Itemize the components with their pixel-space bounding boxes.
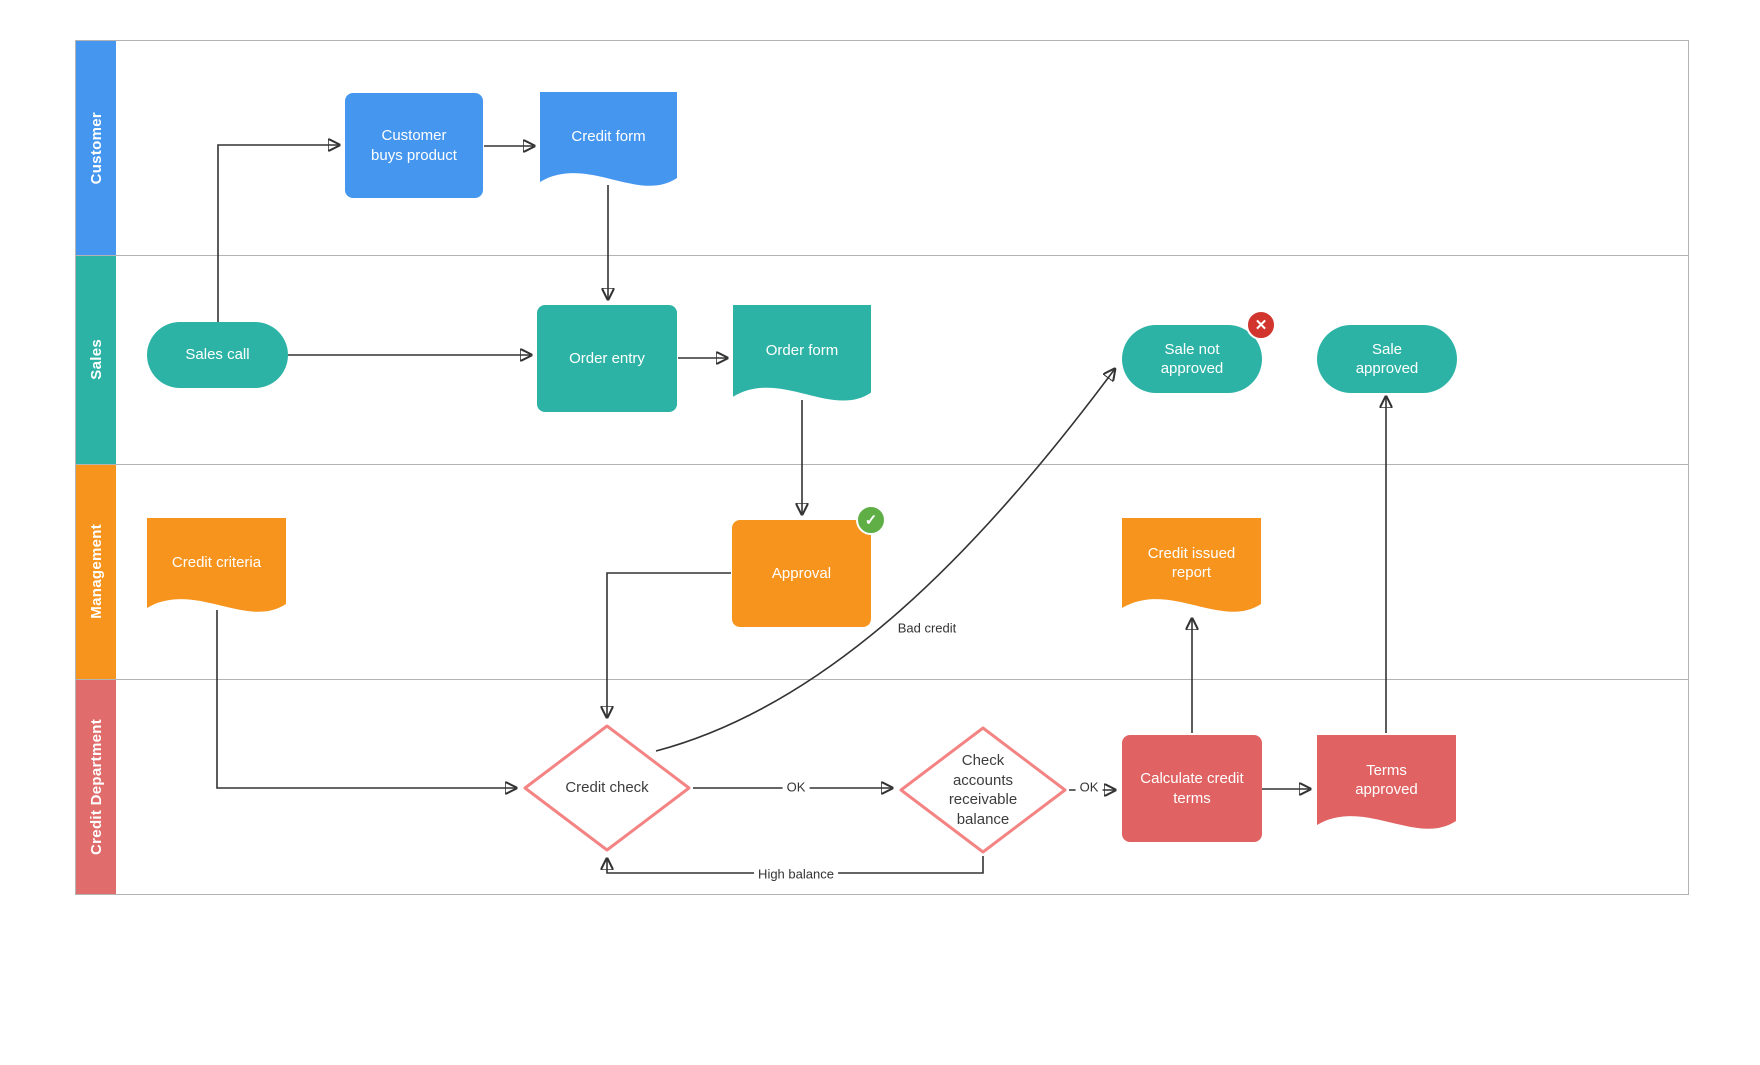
lane-label: Sales xyxy=(87,339,105,381)
lane-tab-customer[interactable]: Customer xyxy=(76,41,116,255)
node-terms-approved[interactable]: Terms approved xyxy=(1317,735,1456,841)
node-label: Credit issued report xyxy=(1147,544,1236,582)
decision-diamond-shape xyxy=(899,726,1067,854)
node-label: Sale approved xyxy=(1355,340,1419,378)
lane-tab-sales[interactable]: Sales xyxy=(76,255,116,465)
document-shape xyxy=(1317,735,1456,829)
node-credit-form[interactable]: Credit form xyxy=(540,92,677,198)
node-approval[interactable]: Approval ✓ xyxy=(732,505,886,627)
edge-label-ok-2: OK xyxy=(1075,779,1103,795)
node-label: Credit form xyxy=(571,128,646,146)
lane-body-management xyxy=(116,465,1688,679)
decision-diamond-shape xyxy=(523,724,691,852)
node-sale-approved[interactable]: Sale approved xyxy=(1317,325,1457,393)
node-credit-check[interactable]: Credit check xyxy=(522,723,692,853)
approved-check-icon: ✓ xyxy=(856,505,886,535)
node-label: Sales call xyxy=(185,346,250,364)
node-label: Customer buys product xyxy=(371,127,457,164)
lane-label: Customer xyxy=(87,111,105,184)
rejected-x-icon: ✕ xyxy=(1246,310,1276,340)
node-label: Approval xyxy=(771,564,832,582)
node-sale-not-approved[interactable]: Sale not approved ✕ xyxy=(1122,310,1276,393)
edge-label-ok-1: OK xyxy=(782,779,810,795)
document-shape xyxy=(540,92,677,186)
lane-label: Management xyxy=(87,524,105,620)
node-order-entry[interactable]: Order entry xyxy=(537,305,677,412)
node-label: Calculate credit terms xyxy=(1140,770,1244,807)
document-shape xyxy=(1122,518,1261,612)
lane-tab-management[interactable]: Management xyxy=(76,465,116,679)
node-label: Credit criteria xyxy=(171,554,262,572)
document-shape xyxy=(733,305,871,401)
swimlane-customer: Customer xyxy=(76,41,1688,256)
lane-tab-credit-department[interactable]: Credit Department xyxy=(76,679,116,895)
edge-label-bad-credit: Bad credit xyxy=(893,620,961,636)
swimlane-management: Management xyxy=(76,465,1688,680)
node-customer-buys-product[interactable]: Customer buys product xyxy=(345,93,483,198)
node-check-accounts-receivable[interactable]: Check accounts receivable balance xyxy=(898,725,1068,855)
node-sales-call[interactable]: Sales call xyxy=(147,322,288,388)
node-label: Order entry xyxy=(569,349,645,367)
node-label: Credit check xyxy=(565,779,649,797)
node-label: Sale not approved xyxy=(1160,340,1224,378)
node-credit-criteria[interactable]: Credit criteria xyxy=(147,518,286,624)
node-credit-issued-report[interactable]: Credit issued report xyxy=(1122,518,1261,624)
lane-label: Credit Department xyxy=(87,718,105,855)
node-order-form[interactable]: Order form xyxy=(733,305,871,413)
node-calculate-credit-terms[interactable]: Calculate credit terms xyxy=(1122,735,1262,842)
node-label: Order form xyxy=(765,342,839,360)
node-label: Check accounts receivable balance xyxy=(948,752,1018,828)
edge-label-high-balance: High balance xyxy=(754,866,838,882)
node-label: Terms approved xyxy=(1355,761,1418,799)
document-shape xyxy=(147,518,286,612)
